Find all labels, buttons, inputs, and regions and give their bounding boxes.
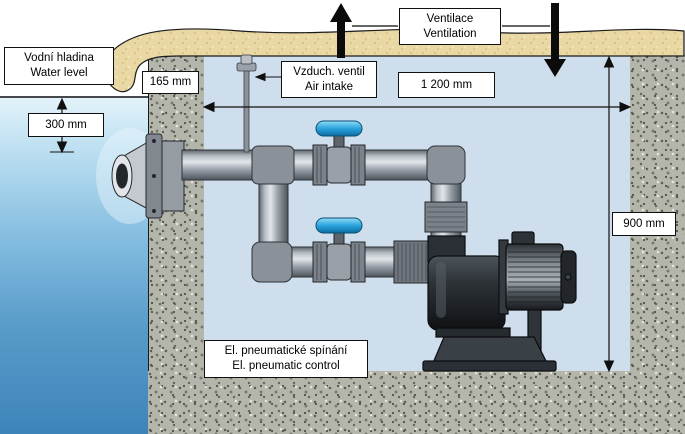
air-intake-label-cz: Vzduch. ventil	[293, 65, 365, 78]
ventilation-arrows	[330, 3, 566, 77]
pneumatic-control-label: El. pneumatické spínání El. pneumatic co…	[204, 340, 368, 378]
dim-165-label: 165 mm	[142, 71, 199, 94]
pit-wall-right	[630, 54, 685, 434]
pneumatic-control-label-cz: El. pneumatické spínání	[224, 345, 348, 358]
dim-1200-value: 1 200 mm	[420, 78, 473, 91]
dim-1200-arrows	[202, 101, 632, 113]
down-ventilation-arrow	[544, 3, 566, 77]
dim-300-label: 300 mm	[28, 113, 104, 137]
suction-piping	[181, 145, 466, 283]
air-intake-leader	[254, 72, 281, 82]
air-intake-label: Vzduch. ventil Air intake	[281, 61, 377, 98]
dim-900-value: 900 mm	[623, 217, 665, 230]
pipe-coupling-pump-inlet	[393, 240, 431, 284]
pump-unit	[422, 231, 577, 372]
pool-water	[0, 96, 149, 434]
water-level-label: Vodní hladina Water level	[4, 47, 114, 85]
air-intake-label-en: Air intake	[305, 80, 353, 93]
pipe-coupling-vertical	[424, 201, 468, 233]
ball-valve-top	[312, 120, 366, 186]
dim-300-arrows	[50, 97, 74, 154]
dim-900-label: 900 mm	[612, 212, 676, 236]
dim-165-value: 165 mm	[149, 76, 192, 89]
skimmer-wall-inlet	[96, 128, 185, 224]
ball-valve-bottom	[312, 217, 366, 283]
water-level-label-cz: Vodní hladina	[24, 52, 94, 65]
dimension-annotations	[0, 55, 632, 373]
dim-1200-label: 1 200 mm	[398, 72, 495, 98]
up-ventilation-arrow	[330, 3, 352, 58]
ventilation-label: Ventilace Ventilation	[399, 8, 501, 45]
air-intake-valve	[236, 54, 257, 153]
ventilation-label-cz: Ventilace	[426, 12, 474, 25]
dim-300-value: 300 mm	[45, 118, 87, 131]
pit-floor	[148, 371, 685, 434]
ventilation-label-en: Ventilation	[423, 27, 477, 40]
water-level-label-en: Water level	[30, 67, 88, 79]
pneumatic-control-label-en: El. pneumatic control	[232, 360, 340, 372]
pit-wall-left	[148, 54, 204, 434]
dim-900-arrows	[603, 55, 615, 373]
